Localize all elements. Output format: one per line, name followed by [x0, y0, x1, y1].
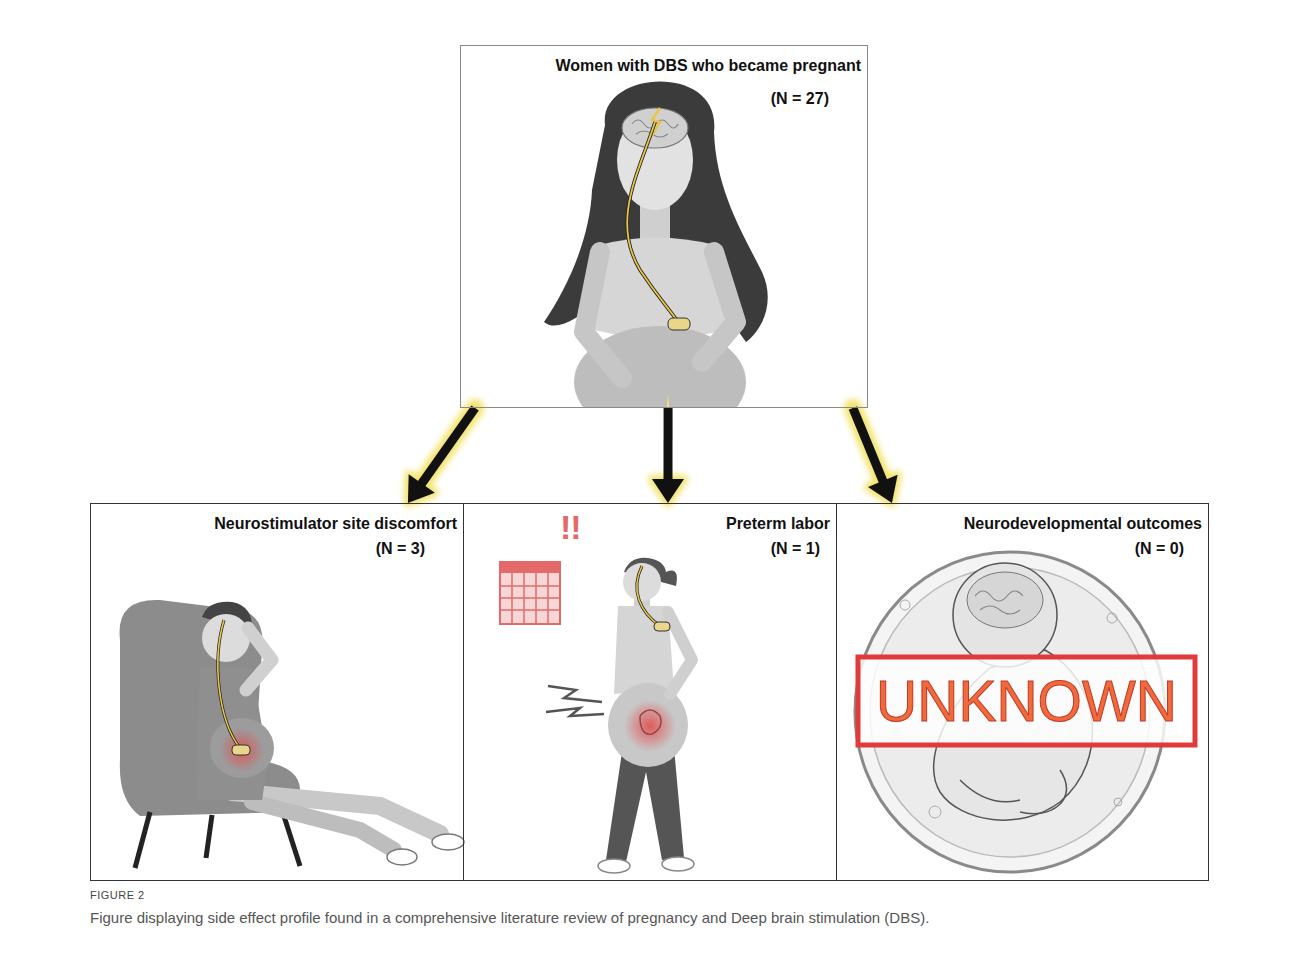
panel-heading: Preterm labor	[726, 514, 830, 533]
figure-caption: Figure displaying side effect profile fo…	[90, 908, 1240, 928]
arrow-body-group	[408, 408, 475, 503]
alert-marks: !!	[560, 508, 630, 552]
discomfort-glow	[220, 728, 264, 772]
unknown-frame	[858, 657, 1195, 745]
brain	[622, 108, 688, 148]
arrow-shaft	[421, 408, 475, 485]
fetus-limbs	[960, 770, 1066, 814]
lead-wire-outline	[627, 122, 678, 322]
flow-arrow	[853, 408, 898, 503]
bubble	[1114, 798, 1122, 806]
arm	[668, 612, 692, 694]
raised-arm	[246, 628, 272, 690]
arrow-glow	[652, 479, 684, 503]
count-label: (N = 1)	[771, 539, 820, 558]
arrow-glow-group	[652, 408, 684, 503]
bubble	[929, 806, 941, 818]
lead-wire	[637, 566, 660, 626]
pain-bolt	[546, 708, 604, 716]
arrow-head	[868, 475, 898, 503]
belly	[210, 718, 274, 778]
head	[202, 614, 250, 662]
sneaker	[662, 857, 694, 871]
panel-heading: Neurodevelopmental outcomes	[964, 514, 1202, 533]
arrow-head	[408, 474, 435, 503]
chair-leg	[135, 812, 150, 868]
left-arm	[584, 252, 622, 378]
calendar	[500, 562, 560, 624]
outcome-panel: Neurostimulator site discomfort (N = 3)	[90, 503, 464, 881]
sneaker	[598, 859, 630, 873]
arrow-glow	[853, 408, 884, 483]
lead-wire	[218, 620, 240, 748]
panel-heading: Neurostimulator site discomfort	[214, 514, 457, 533]
brain-folds	[975, 591, 1023, 614]
sneaker	[432, 834, 464, 850]
fetus	[640, 710, 661, 734]
flow-arrow	[652, 408, 684, 503]
arrow-body-group	[853, 408, 898, 503]
arrow-glow-group	[853, 408, 898, 503]
leg	[252, 802, 394, 850]
arrow-glow	[659, 408, 677, 481]
arrow-shaft	[853, 408, 884, 483]
calendar-bar	[500, 562, 560, 573]
standing-woman-figure	[500, 558, 694, 873]
lead-wire-outline	[637, 566, 660, 626]
outcome-panel: Preterm labor (N = 1)	[463, 503, 837, 881]
fetus-glow	[624, 700, 676, 752]
fetus-head	[953, 563, 1057, 667]
figure-number: FIGURE 2	[90, 889, 290, 905]
calendar-grid	[500, 573, 560, 624]
neurostimulator	[232, 745, 250, 755]
arrow-glow	[421, 408, 475, 485]
pain-bolt	[548, 686, 602, 702]
count-label: (N = 27)	[771, 89, 829, 108]
sneaker	[387, 849, 417, 865]
neurostimulator	[668, 318, 690, 330]
lead-wire-outline	[218, 620, 240, 748]
fetus-brain	[967, 572, 1043, 628]
armchair	[120, 600, 301, 816]
unknown-stamp: UNKNOWN	[858, 657, 1195, 745]
summary-box: Women with DBS who became pregnant (N = 2…	[460, 45, 868, 408]
count-label: (N = 0)	[1135, 539, 1184, 558]
chair-leg	[206, 815, 212, 858]
bubble	[1107, 613, 1117, 623]
arrow-body-group	[652, 408, 684, 503]
seated-woman-figure	[120, 600, 465, 868]
arrow-head	[652, 479, 684, 503]
arrow-shaft	[663, 408, 672, 481]
count-label: (N = 3)	[376, 539, 425, 558]
fetus-figure	[855, 552, 1195, 872]
lead-wire	[627, 122, 678, 322]
bubble	[900, 600, 910, 610]
panel-heading: Women with DBS who became pregnant	[555, 56, 861, 75]
arrow-glow-group	[408, 408, 475, 503]
flow-arrow	[408, 408, 475, 503]
pregnant-woman-figure	[544, 82, 768, 407]
neurostimulator	[654, 622, 670, 631]
right-arm	[702, 252, 736, 362]
